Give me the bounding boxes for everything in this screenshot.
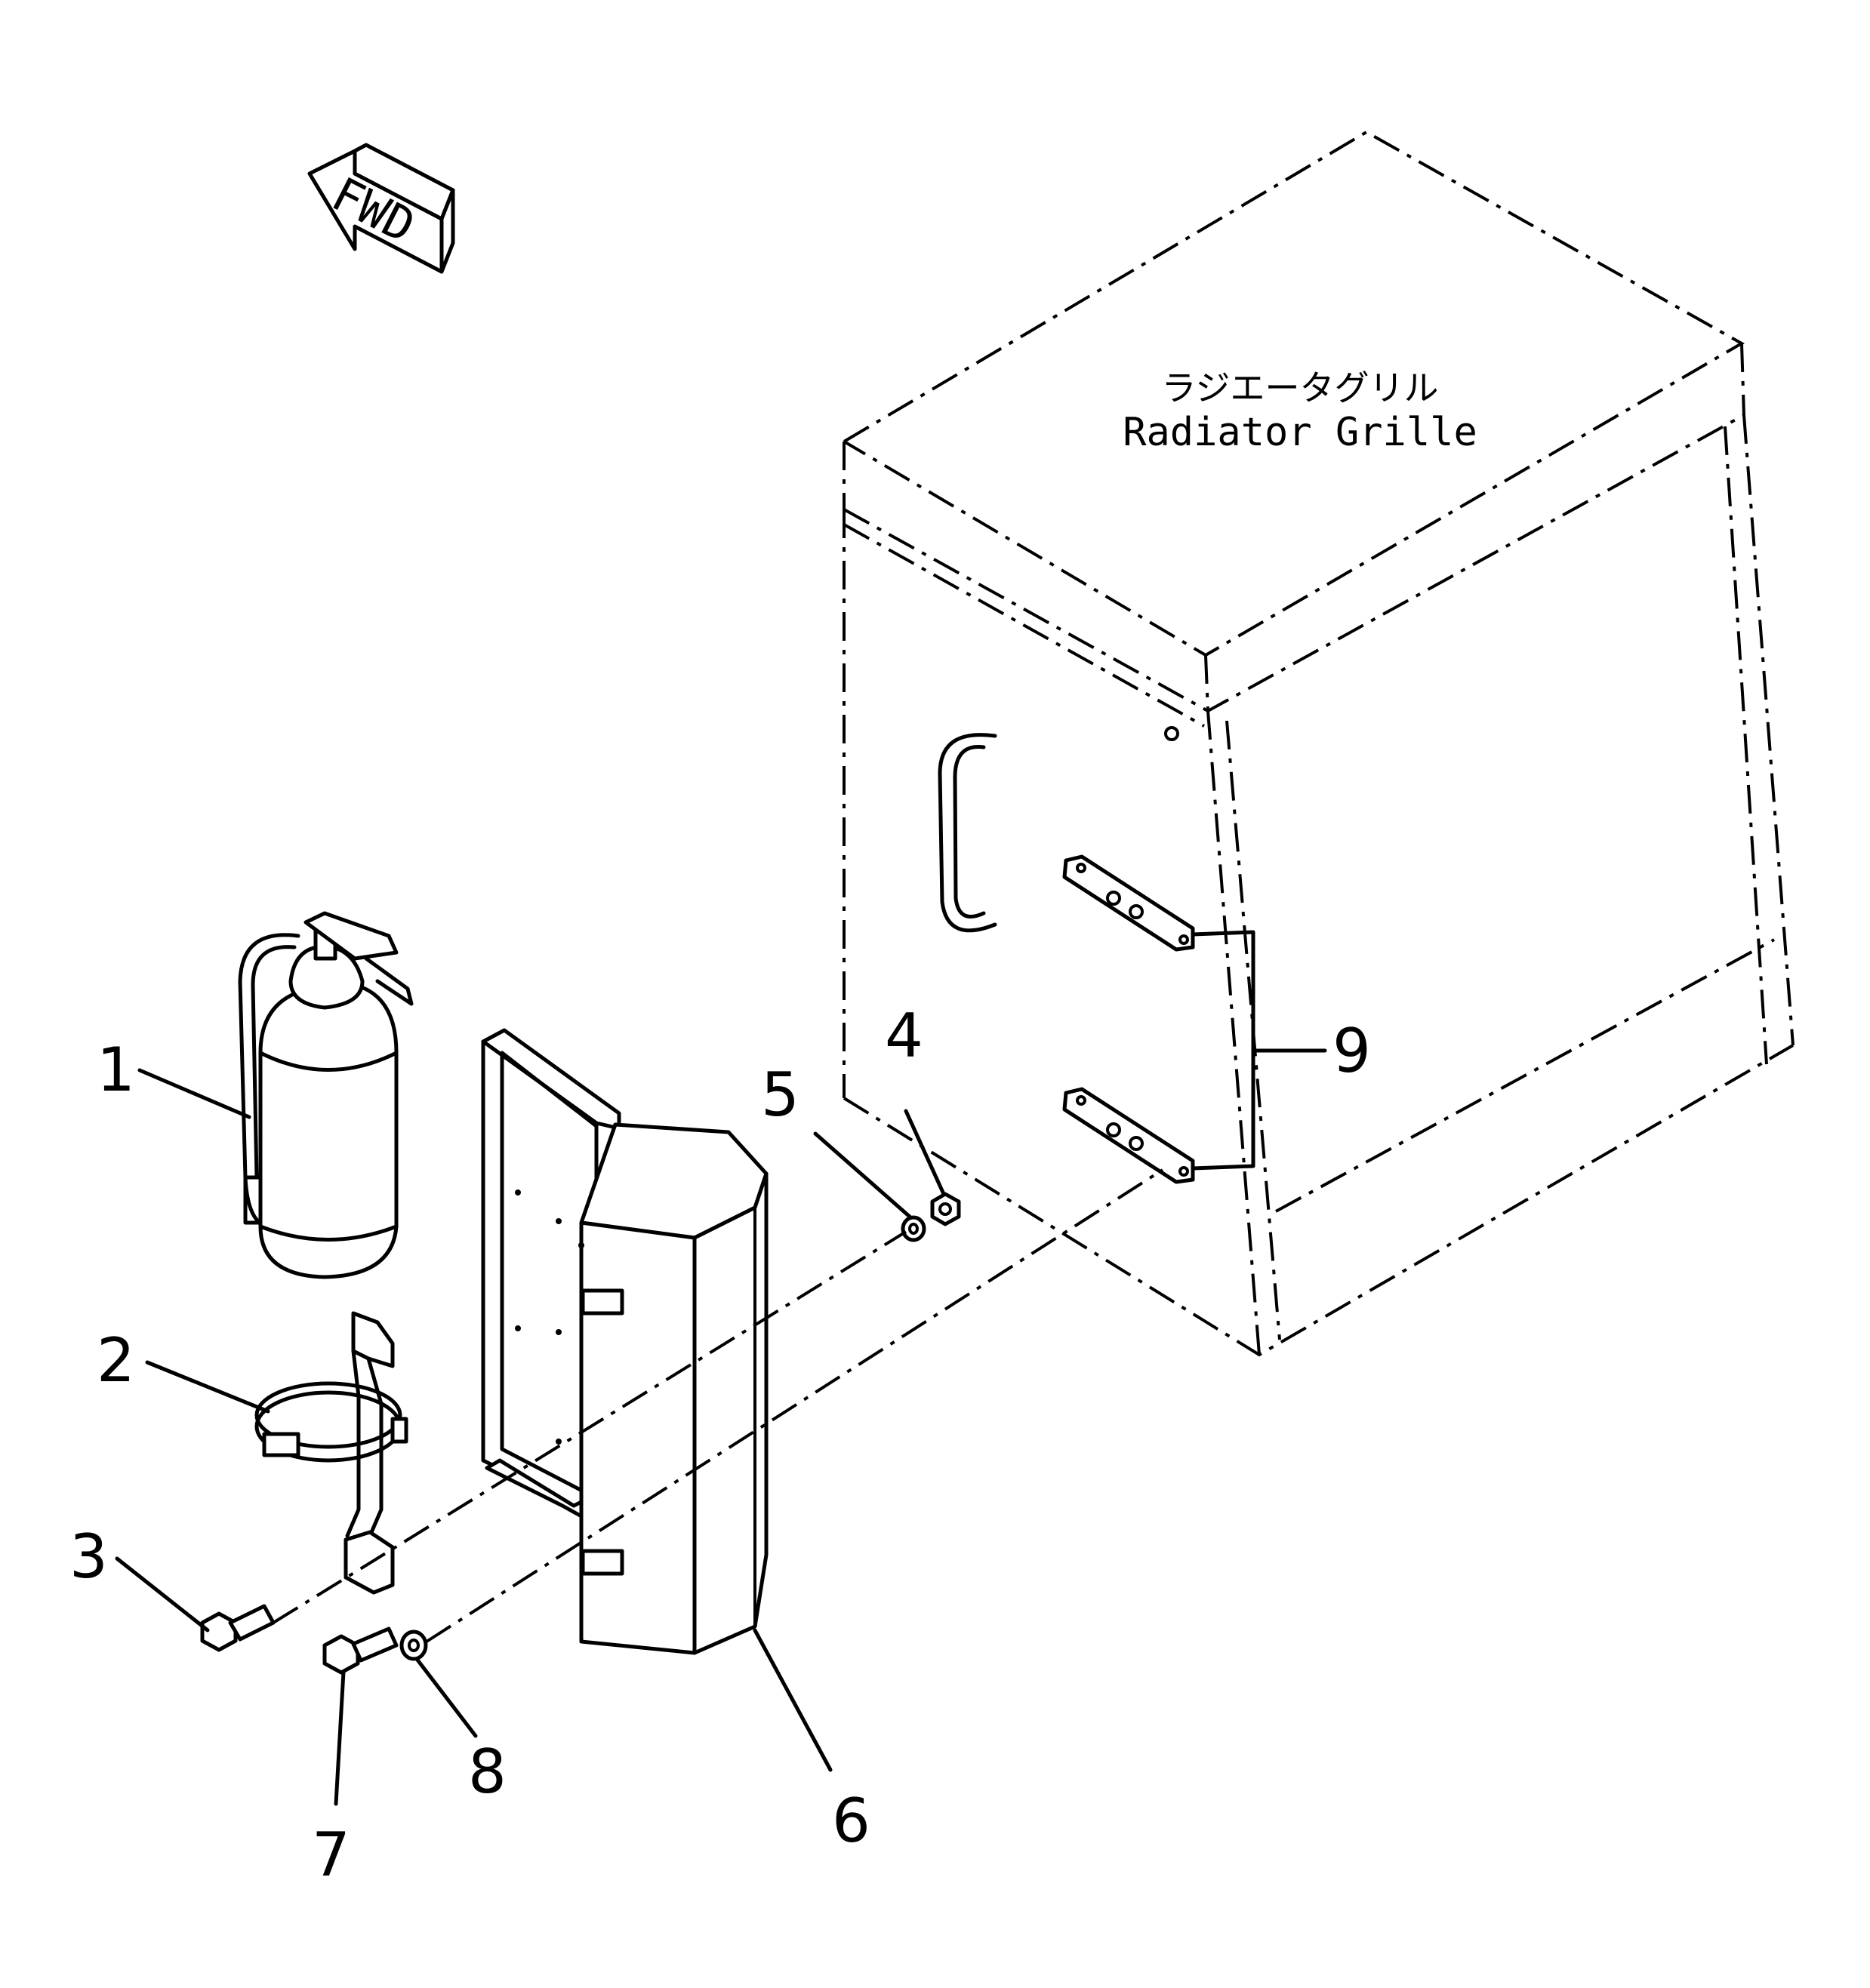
leader-lines <box>115 930 1327 1806</box>
washer-part-5 <box>901 1215 926 1242</box>
extinguisher-bracket <box>254 1311 408 1595</box>
callout-2: 2 <box>97 1325 135 1396</box>
callout-9: 9 <box>1332 1016 1371 1086</box>
callout-6: 6 <box>832 1786 870 1856</box>
hinge-bracket-upper <box>1062 854 1195 952</box>
extinguisher-cover <box>481 1028 769 1655</box>
callout-1: 1 <box>97 1035 135 1105</box>
bolt-part-7 <box>322 1626 399 1675</box>
radiator-grille-outline <box>843 130 1795 1357</box>
callout-4: 4 <box>885 1001 923 1071</box>
hinge-bracket-lower <box>1062 1087 1195 1184</box>
assembly-centerlines <box>272 1168 1164 1643</box>
callout-8: 8 <box>468 1737 507 1807</box>
bolt-part-3 <box>200 1604 276 1652</box>
callout-3: 3 <box>69 1522 108 1592</box>
callout-7: 7 <box>312 1820 350 1890</box>
forward-arrow-icon: FWD <box>307 143 455 274</box>
callout-5: 5 <box>761 1060 799 1130</box>
washer-part-8 <box>399 1629 428 1661</box>
nut-part-4 <box>930 1192 961 1226</box>
fire-extinguisher <box>238 911 414 1279</box>
component-label-japanese: ラジエータグリル <box>1161 368 1438 408</box>
component-label-english: Radiator Grille <box>1123 410 1477 455</box>
